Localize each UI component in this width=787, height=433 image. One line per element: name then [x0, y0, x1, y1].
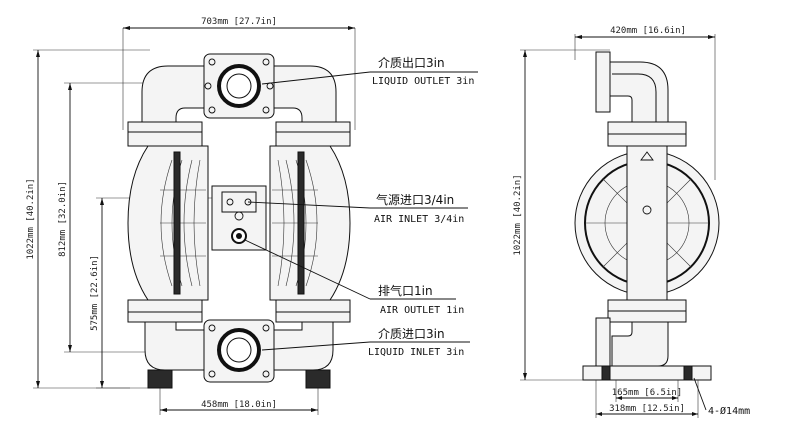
dim-front-width-top-text: 703mm [27.7in]: [201, 17, 277, 27]
label-liquid-inlet-en: LIQUID INLET 3in: [368, 347, 464, 358]
dim-side-width-top: 420mm [16.6in]: [574, 26, 716, 180]
callout-liquid-inlet: 介质进口3in LIQUID INLET 3in: [261, 327, 470, 358]
callout-bolt-holes: 4-Ø14mm: [693, 377, 750, 417]
label-air-outlet-cn: 排气口1in: [378, 283, 433, 298]
dim-front-height-outlet-text: 812mm [32.0in]: [58, 181, 68, 257]
dim-side-base-outer-text: 318mm [12.5in]: [609, 404, 685, 414]
side-pump-body: [574, 51, 720, 381]
dim-front-width-top: 703mm [27.7in]: [122, 17, 356, 130]
front-view: 703mm [27.7in] 1022mm [40.2in] 812mm [32…: [26, 17, 478, 415]
dim-side-height-total-text: 1022mm [40.2in]: [513, 174, 523, 255]
label-air-outlet-en: AIR OUTLET 1in: [380, 305, 464, 316]
label-liquid-inlet-cn: 介质进口3in: [378, 327, 445, 341]
dim-front-width-bottom: 458mm [18.0in]: [159, 380, 319, 415]
label-bolt-holes: 4-Ø14mm: [708, 405, 750, 417]
callout-air-outlet: 排气口1in AIR OUTLET 1in: [244, 239, 464, 316]
dim-front-height-total-text: 1022mm [40.2in]: [26, 178, 36, 259]
dim-side-base-inner: 165mm [6.5in]: [612, 380, 682, 402]
label-air-inlet-cn: 气源进口3/4in: [376, 192, 454, 207]
dim-front-height-total: 1022mm [40.2in]: [26, 49, 150, 389]
label-air-inlet-en: AIR INLET 3/4in: [374, 214, 464, 225]
dim-side-base-inner-text: 165mm [6.5in]: [612, 388, 682, 398]
front-pump-body: [127, 53, 351, 389]
label-liquid-outlet-cn: 介质出口3in: [378, 56, 445, 70]
side-view: 420mm [16.6in] 1022mm [40.2in]: [513, 26, 750, 418]
dim-front-width-bottom-text: 458mm [18.0in]: [201, 400, 277, 410]
callout-air-inlet: 气源进口3/4in AIR INLET 3/4in: [247, 192, 468, 225]
dim-side-width-top-text: 420mm [16.6in]: [610, 26, 686, 36]
label-liquid-outlet-en: LIQUID OUTLET 3in: [372, 76, 474, 87]
dim-front-height-inlet-text: 575mm [22.6in]: [90, 255, 100, 331]
callout-liquid-outlet: 介质出口3in LIQUID OUTLET 3in: [261, 56, 478, 87]
dim-side-base-outer: 318mm [12.5in]: [595, 380, 699, 418]
dim-side-height-total: 1022mm [40.2in]: [513, 49, 610, 381]
